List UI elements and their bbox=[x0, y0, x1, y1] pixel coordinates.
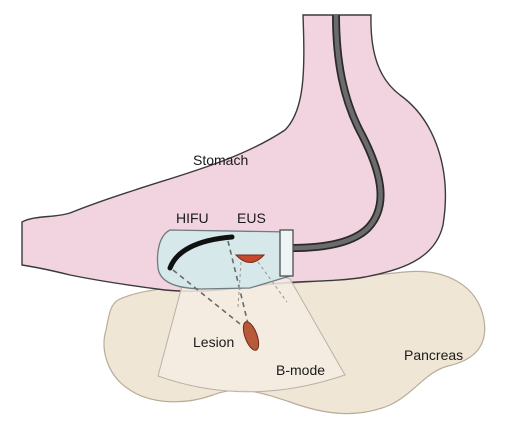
endoscope-cable-core bbox=[291, 14, 383, 251]
label-lesion: Lesion bbox=[193, 334, 234, 350]
label-pancreas: Pancreas bbox=[404, 347, 463, 363]
eus-line-right bbox=[257, 261, 288, 303]
hifu-focus-line-left bbox=[172, 269, 251, 333]
label-hifu: HIFU bbox=[176, 210, 209, 226]
probe-end-cap bbox=[279, 229, 294, 277]
eus-line-center bbox=[237, 261, 242, 308]
eus-transducer bbox=[234, 254, 266, 263]
label-bmode: B-mode bbox=[276, 362, 325, 378]
label-stomach: Stomach bbox=[193, 152, 248, 168]
lesion-shape bbox=[242, 321, 260, 351]
hifu-transducer bbox=[167, 234, 235, 271]
label-eus: EUS bbox=[237, 210, 266, 226]
